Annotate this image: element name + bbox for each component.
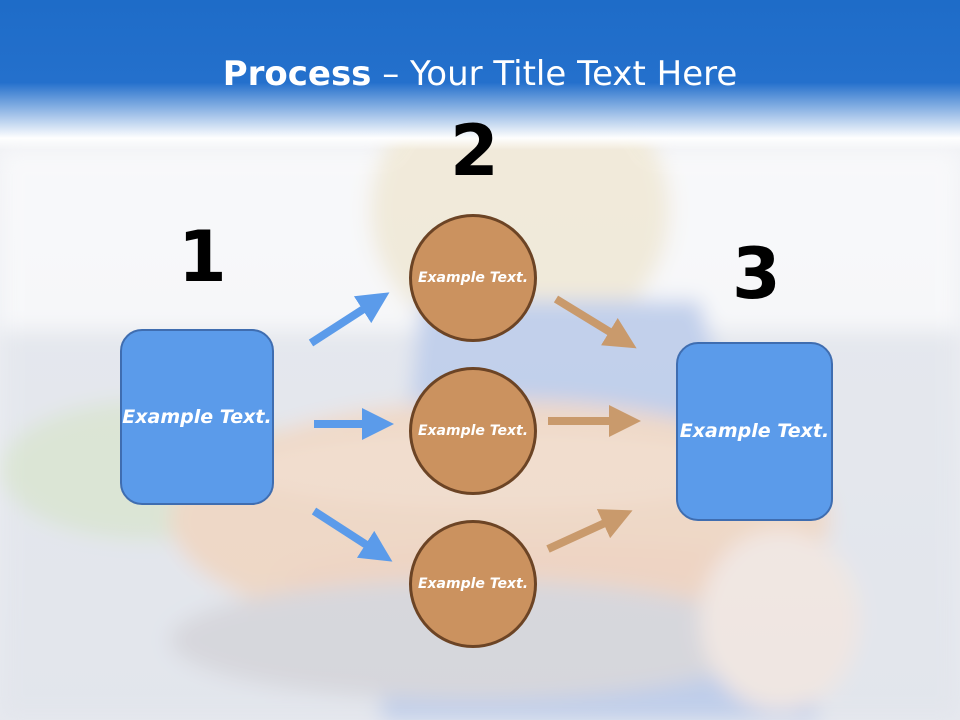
arrow-left-to-bottom xyxy=(311,507,393,562)
right-process-box[interactable]: Example Text. xyxy=(676,342,833,521)
process-circle-top[interactable]: Example Text. xyxy=(409,214,537,342)
slide-title: Process – Your Title Text Here xyxy=(0,52,960,96)
step-number-1: 1 xyxy=(178,216,227,298)
title-bold: Process xyxy=(222,54,372,94)
circle-bottom-text: Example Text. xyxy=(417,575,529,592)
step-number-3: 3 xyxy=(732,233,781,315)
left-box-text: Example Text. xyxy=(122,405,272,428)
header-band xyxy=(0,0,960,150)
arrow-top-to-right xyxy=(553,295,637,349)
arrow-left-to-top xyxy=(308,292,390,347)
arrow-bottom-to-right xyxy=(546,509,633,553)
circle-middle-text: Example Text. xyxy=(417,422,529,439)
circle-top-text: Example Text. xyxy=(417,269,529,286)
process-circle-bottom[interactable]: Example Text. xyxy=(409,520,537,648)
right-box-text: Example Text. xyxy=(679,420,830,442)
title-rest: – Your Title Text Here xyxy=(371,54,738,94)
step-number-2: 2 xyxy=(450,110,499,192)
process-circle-middle[interactable]: Example Text. xyxy=(409,367,537,495)
left-process-box[interactable]: Example Text. xyxy=(120,329,274,505)
